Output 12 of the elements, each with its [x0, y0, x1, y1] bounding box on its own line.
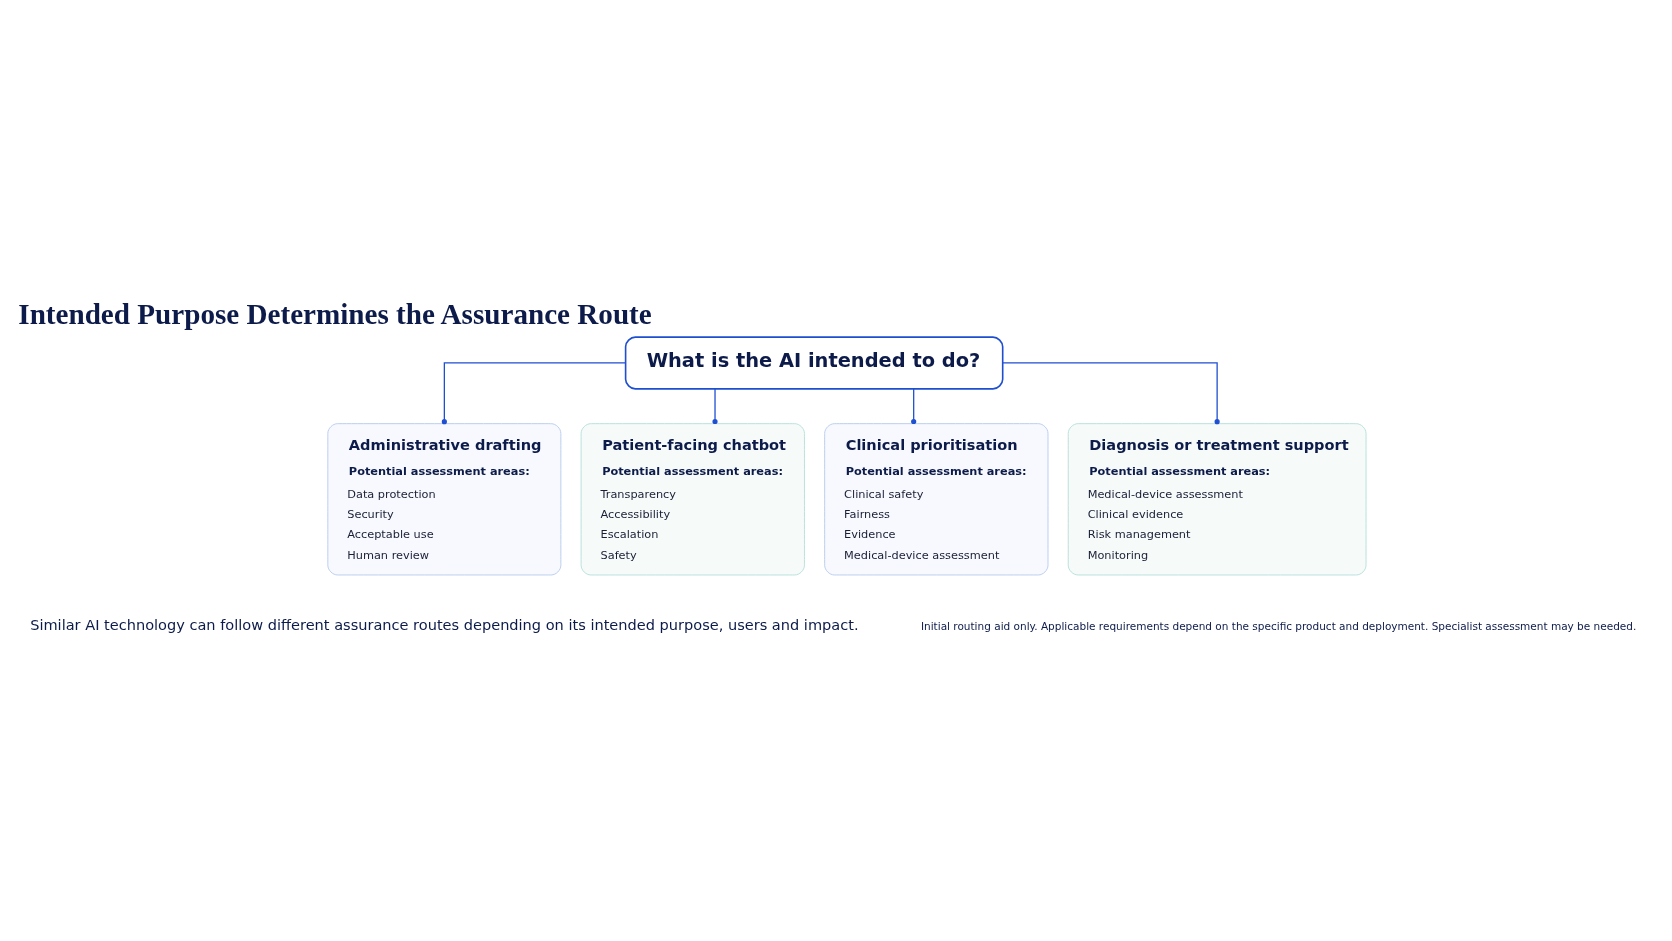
connector — [441, 361, 627, 424]
label: Similar AI technology can follow different assurance routes depending on its intended purpose, users and impact. — [30, 615, 859, 633]
node-box: Administrative drafting Potential assessment areas: Data protection Security Acceptable use Human review — [327, 422, 562, 575]
connector — [1002, 361, 1220, 424]
node-box: Diagnosis or treatment support Potential assessment areas: Medical-device assessment Clinical evidence Risk management Monitoring — [1067, 422, 1367, 575]
node-box: Patient-facing chatbot Potential assessment areas: Transparency Accessibility Escalation Safety — [580, 422, 805, 575]
node-box: What is the AI intended to do? — [624, 335, 1004, 390]
label: Initial routing aid only. Applicable requirements depend on the specific product and deployment. Specialist assessment may be needed. — [920, 619, 1637, 632]
connector — [712, 387, 718, 424]
diagram-title: Intended Purpose Determines the Assurance Route — [18, 297, 652, 330]
connector — [911, 387, 917, 424]
node-box: Clinical prioritisation Potential assessment areas: Clinical safety Fairness Evidence Medical-device assessment — [824, 422, 1049, 575]
